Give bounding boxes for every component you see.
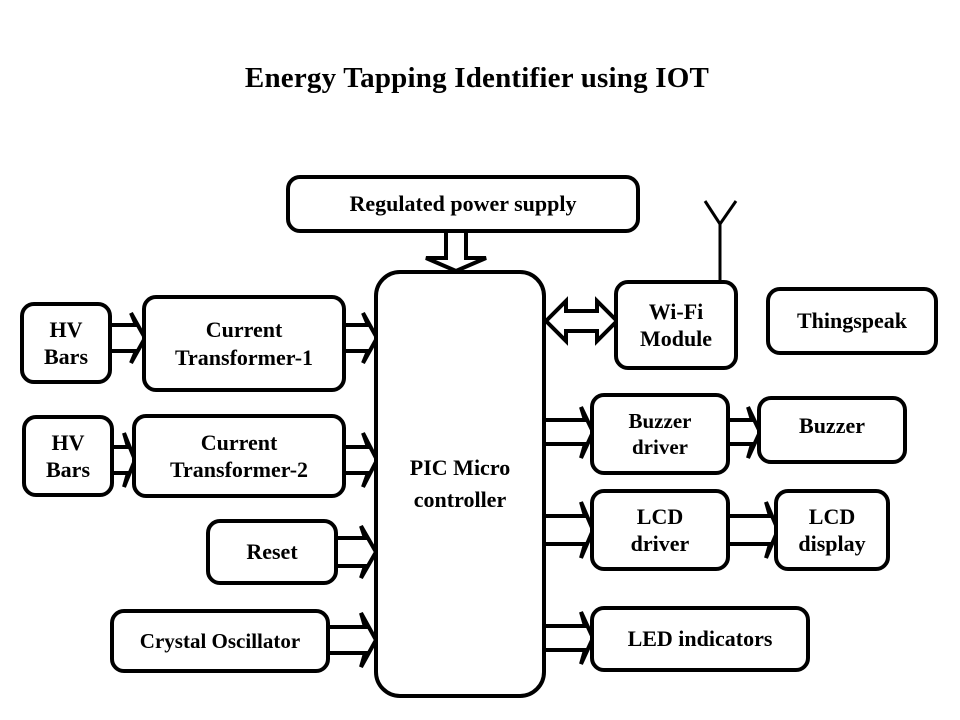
block-label: Crystal Oscillator [139, 628, 301, 653]
block-label: LCD [636, 503, 684, 529]
arrow-reset-to-mcu [336, 525, 379, 579]
arrow-buzzer-driver-to-buzzer [727, 406, 763, 459]
block-label: LED indicators [627, 626, 773, 652]
block-led-indicators: LED indicators [590, 606, 810, 672]
block-label: Buzzer [799, 413, 865, 438]
arrow-crystal-to-mcu [328, 612, 379, 668]
arrow-mcu-wifi [543, 296, 620, 346]
block-label: controller [413, 487, 507, 512]
block-current-transformer-1: Current Transformer-1 [142, 295, 346, 392]
arrow-power-to-mcu [425, 231, 487, 274]
block-label: display [798, 531, 866, 556]
block-buzzer-driver: Buzzer driver [590, 393, 730, 475]
arrow-mcu-to-lcd-driver [544, 501, 596, 559]
block-buzzer: Buzzer [757, 396, 907, 464]
block-label: Bars [46, 457, 90, 482]
block-label: Buzzer [628, 408, 692, 433]
block-crystal-oscillator: Crystal Oscillator [110, 609, 330, 673]
block-label: Wi-Fi [648, 298, 704, 324]
antenna-icon [703, 200, 738, 282]
arrow-mcu-to-buzzer-driver [544, 406, 596, 459]
arrow-lcd-driver-to-display [727, 501, 781, 559]
diagram-title: Energy Tapping Identifier using IOT [244, 62, 710, 94]
block-label: Thingspeak [796, 308, 908, 334]
block-label: Current [200, 429, 278, 455]
arrow-ct2-to-mcu [344, 432, 380, 488]
block-label: driver [630, 531, 690, 556]
block-label: Module [639, 326, 713, 351]
block-current-transformer-2: Current Transformer-2 [132, 414, 346, 498]
block-hv-bars-1: HV Bars [20, 302, 112, 384]
arrow-hv1-to-ct1 [110, 312, 148, 364]
block-label: HV [49, 316, 83, 342]
block-label: PIC Micro [409, 455, 511, 481]
block-reset: Reset [206, 519, 338, 585]
block-wifi-module: Wi-Fi Module [614, 280, 738, 370]
block-label: Reset [246, 539, 298, 565]
block-thingspeak: Thingspeak [766, 287, 938, 355]
block-label: LCD [808, 503, 856, 529]
block-label: Transformer-1 [174, 344, 314, 370]
block-hv-bars-2: HV Bars [22, 415, 114, 497]
block-lcd-display: LCD display [774, 489, 890, 571]
block-label: Bars [44, 344, 88, 369]
arrow-mcu-to-led [544, 611, 596, 665]
block-label: Regulated power supply [349, 191, 577, 217]
block-label: driver [632, 435, 688, 459]
block-label: Transformer-2 [169, 457, 309, 482]
arrow-ct1-to-mcu [344, 312, 380, 364]
block-label: HV [51, 429, 85, 455]
block-pic-microcontroller: PIC Micro controller [374, 270, 546, 698]
block-lcd-driver: LCD driver [590, 489, 730, 571]
block-label: Current [205, 317, 283, 342]
block-regulated-power-supply: Regulated power supply [286, 175, 640, 233]
